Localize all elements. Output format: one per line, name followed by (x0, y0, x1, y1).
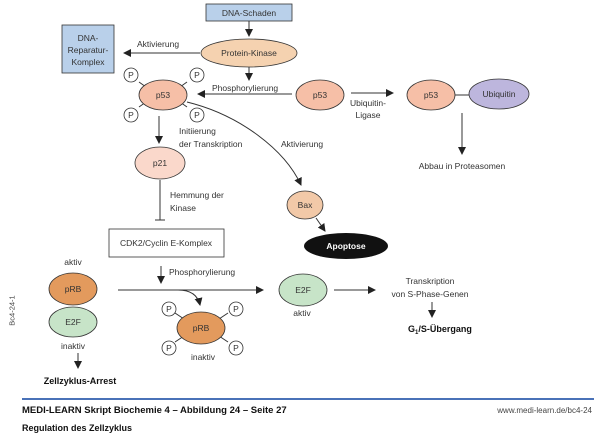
svg-text:P: P (233, 304, 239, 314)
transkription-label-1: Transkription (406, 276, 455, 286)
phosphate-icon: P (161, 340, 177, 356)
phosphate-icon: P (228, 340, 244, 356)
ubiquitin-ligase-label-1: Ubiquitin- (350, 98, 386, 108)
ubiquitin-ligase-label-2: Ligase (355, 110, 380, 120)
footer-title: MEDI-LEARN Skript Biochemie 4 – Abbildun… (22, 405, 287, 416)
protein-kinase-label: Protein-Kinase (221, 48, 277, 58)
apoptose-node: Apoptose (304, 233, 388, 259)
p53-label: p53 (156, 90, 170, 100)
footer-url[interactable]: www.medi-learn.de/bc4-24 (497, 406, 592, 415)
transkription-label-2: von S-Phase-Genen (391, 289, 468, 299)
aktiv-label-e2f: aktiv (293, 308, 311, 318)
aktiv-label-top: aktiv (64, 257, 82, 267)
phosphate-icon: P (228, 301, 244, 317)
prb-active-label: pRB (65, 284, 82, 294)
bax-label: Bax (298, 200, 313, 210)
p53-phos-node: p53 P P P P (123, 67, 205, 123)
phosphorylierung-label-2: Phosphorylierung (169, 267, 235, 277)
abbau-label: Abbau in Proteasomen (419, 161, 506, 171)
dna-reparatur-line1: DNA- (78, 33, 99, 43)
footer-subtitle: Regulation des Zellzyklus (22, 423, 133, 433)
p53-ub-label: p53 (424, 90, 438, 100)
dna-schaden-node: DNA-Schaden (205, 3, 293, 22)
inaktiv-label-prb: inaktiv (191, 352, 216, 362)
edge-bax-apoptose (315, 217, 326, 232)
dna-schaden-label: DNA-Schaden (222, 8, 277, 18)
svg-text:P: P (166, 343, 172, 353)
svg-text:P: P (128, 70, 134, 80)
svg-text:P: P (194, 70, 200, 80)
e2f-free-label: E2F (295, 285, 311, 295)
bax-node: Bax (286, 190, 324, 220)
phosphate-icon: P (189, 107, 205, 123)
phosphorylierung-label-1: Phosphorylierung (212, 83, 278, 93)
g1s-label: G1/S-Übergang (408, 324, 472, 336)
prb-phos-node: pRB P P P P (161, 301, 244, 356)
dna-reparatur-line3: Komplex (71, 57, 105, 67)
edge-to-prb-phos (177, 289, 203, 306)
phosphate-icon: P (123, 67, 139, 83)
zellzyklus-arrest-label: Zellzyklus-Arrest (44, 376, 117, 386)
dna-reparatur-line2: Reparatur- (68, 45, 109, 55)
hemmung-label-2: Kinase (170, 203, 196, 213)
phosphate-icon: P (189, 67, 205, 83)
initiierung-label-1: Initiierung (179, 126, 216, 136)
p21-label: p21 (153, 158, 167, 168)
aktivierung-label-1: Aktivierung (137, 39, 179, 49)
footer-rule (22, 398, 594, 400)
cdk2-cyclin-e-node: CDK2/Cyclin E-Komplex (108, 228, 225, 258)
apoptose-label: Apoptose (326, 241, 365, 251)
prb-phos-label: pRB (193, 323, 210, 333)
phosphate-icon: P (123, 107, 139, 123)
dna-reparatur-node: DNA- Reparatur- Komplex (61, 24, 115, 74)
svg-text:P: P (194, 110, 200, 120)
p53-ubiquitin-complex: p53 Ubiquitin (406, 78, 530, 111)
initiierung-label-2: der Transkription (179, 139, 243, 149)
e2f-free-node: E2F (278, 273, 328, 307)
svg-text:P: P (128, 110, 134, 120)
p53-free-node: p53 (295, 79, 345, 111)
aktivierung-label-2: Aktivierung (281, 139, 323, 149)
figure-id: Bc4-24-1 (7, 295, 17, 326)
prb-e2f-complex: E2F pRB (48, 272, 98, 338)
p53-free-label: p53 (313, 90, 327, 100)
e2f-bound-label: E2F (65, 317, 81, 327)
edge-p53-bax (186, 101, 302, 186)
ubiquitin-label: Ubiquitin (482, 89, 515, 99)
svg-text:P: P (233, 343, 239, 353)
hemmung-label-1: Hemmung der (170, 190, 224, 200)
inaktiv-label-left: inaktiv (61, 341, 86, 351)
cdk2-label: CDK2/Cyclin E-Komplex (120, 238, 213, 248)
p21-node: p21 (134, 146, 186, 180)
protein-kinase-node: Protein-Kinase (200, 38, 298, 68)
phosphate-icon: P (161, 301, 177, 317)
svg-text:P: P (166, 304, 172, 314)
